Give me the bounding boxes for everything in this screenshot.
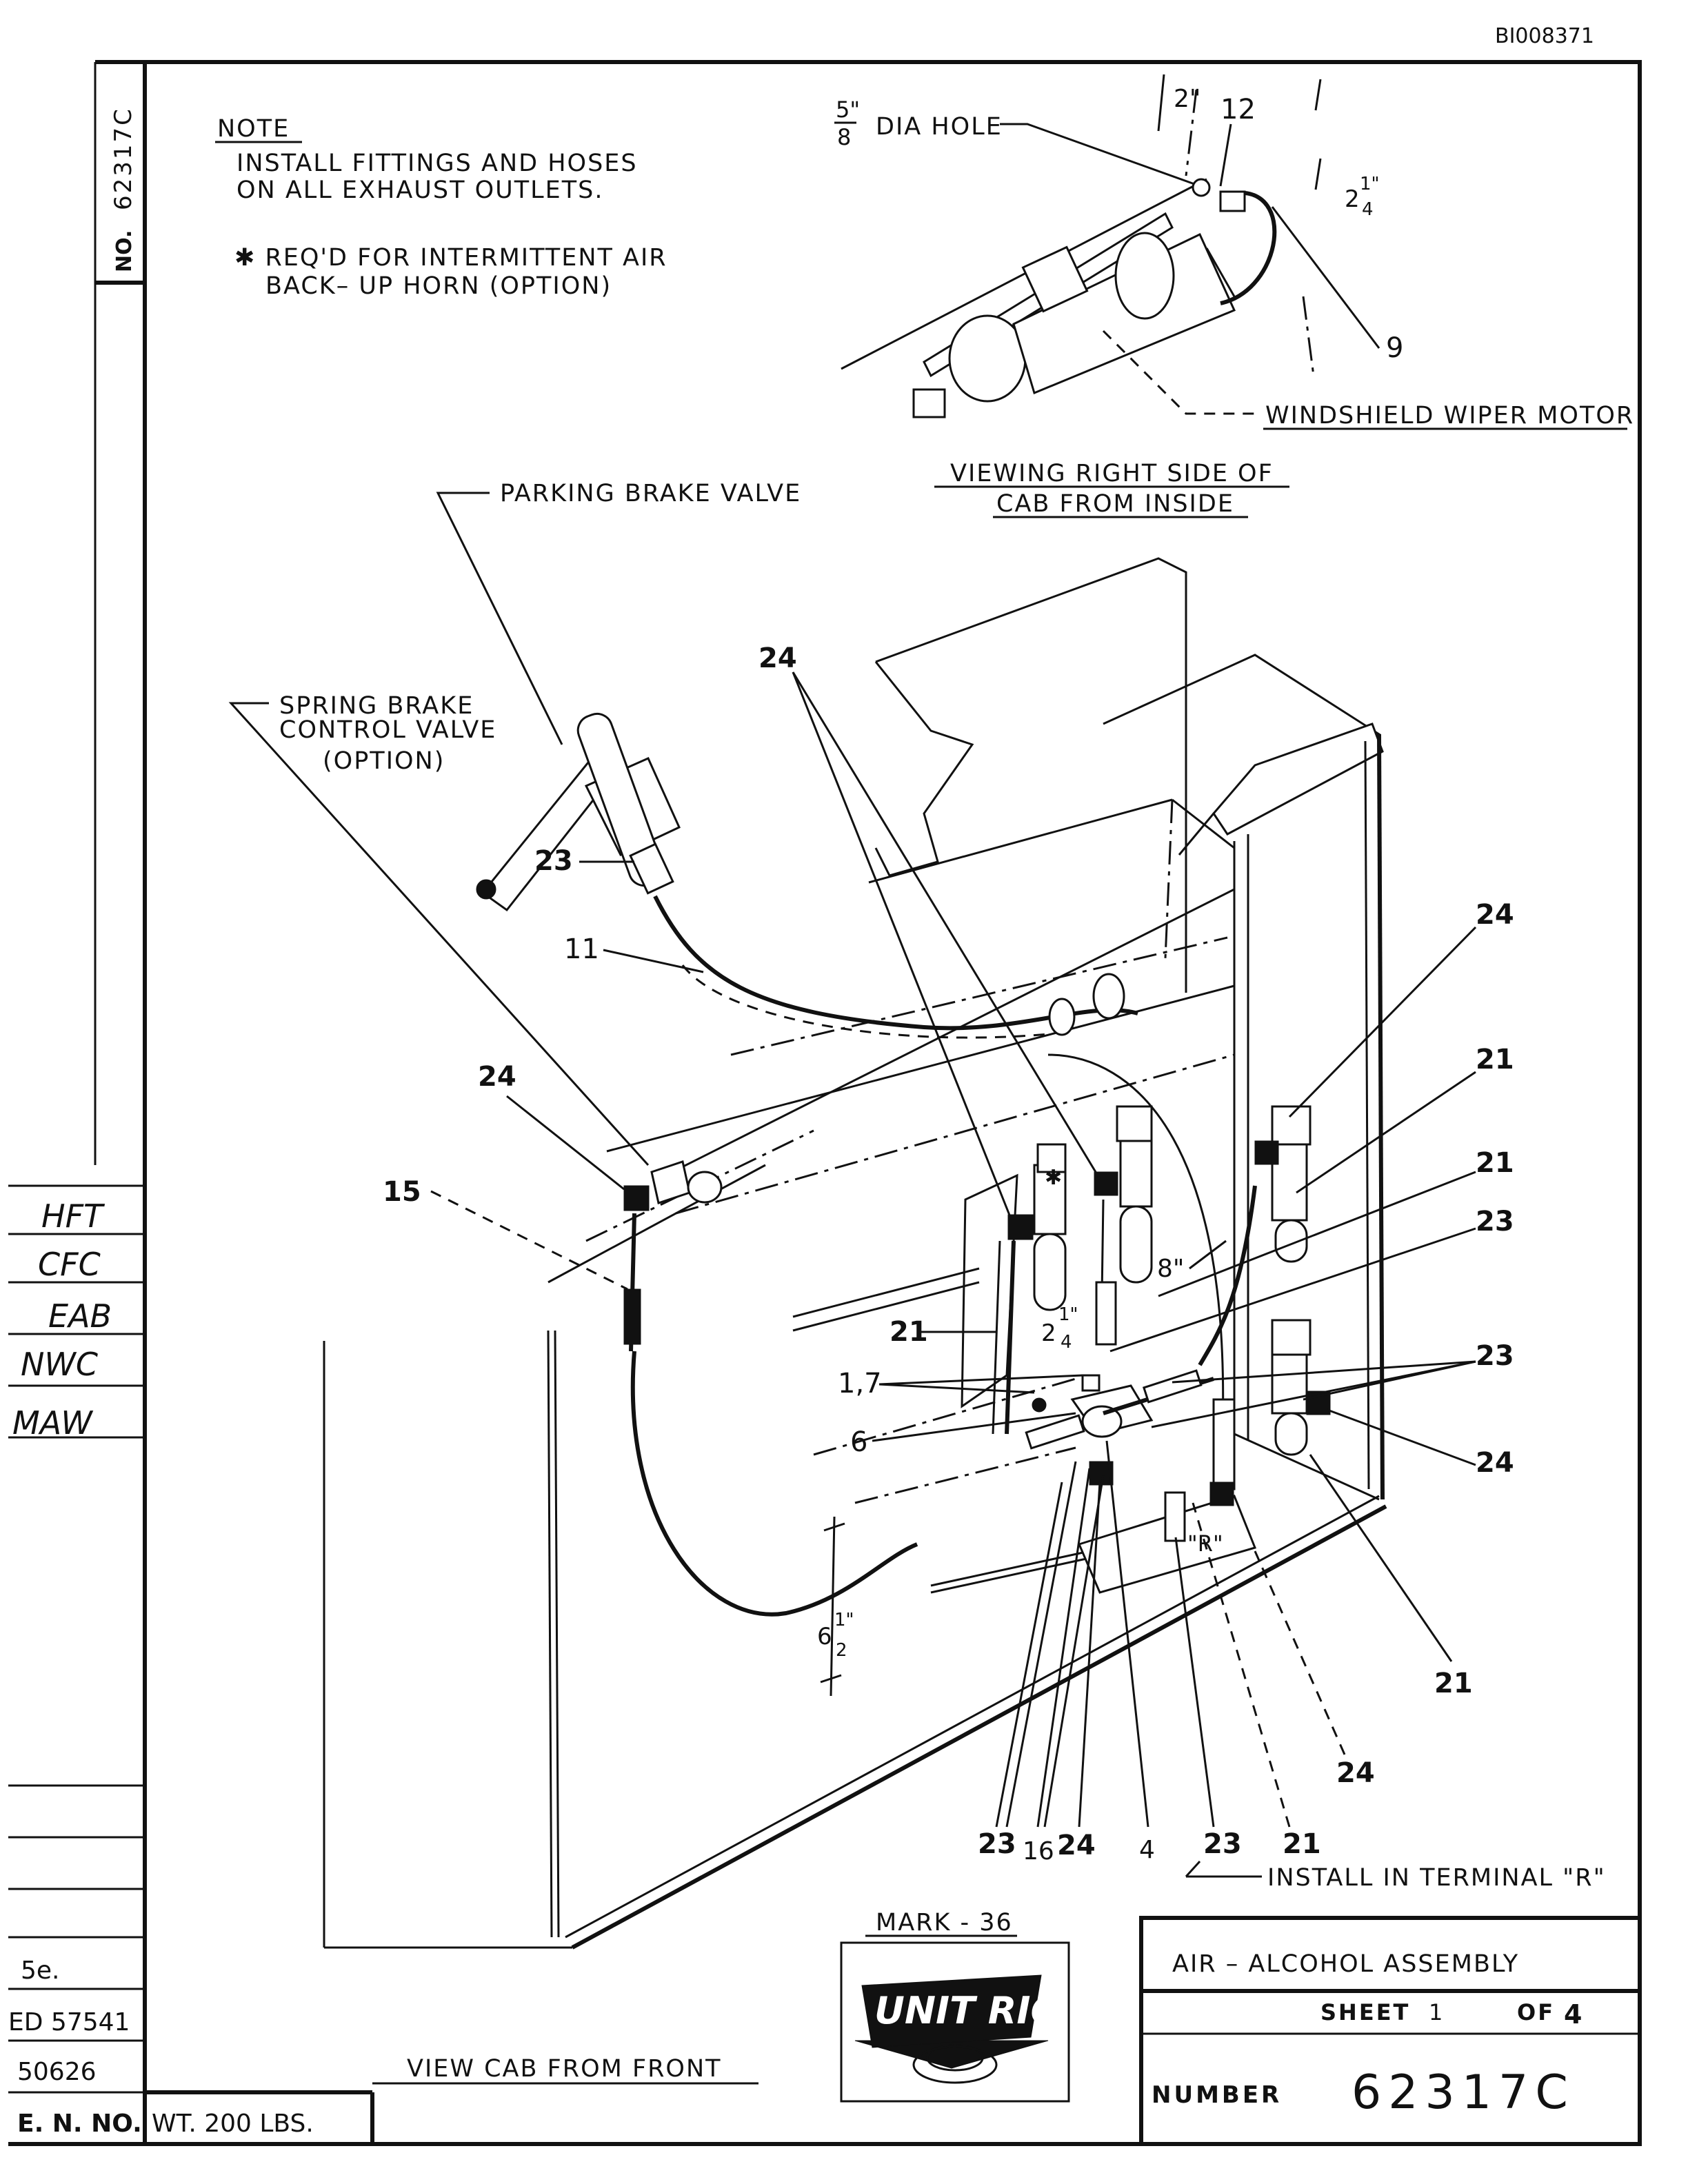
callout-11: 11: [564, 933, 599, 965]
callout-4: 4: [1139, 1836, 1155, 1864]
callout-24-right-bottom: 24: [1476, 1447, 1514, 1479]
dia-hole-denominator: 8: [837, 124, 851, 150]
signoff-1: HFT: [41, 1197, 106, 1235]
callouts: 24 24 15 24 21 21 23 23 24 21 1,7 6 21 2…: [383, 643, 1606, 1892]
title-block: MARK - 36 UNIT RIG AIR – ALCOHOL ASSEMBL…: [840, 1909, 1642, 2146]
unit-rig-logo: UNIT RIG: [854, 1974, 1061, 2084]
dim-2q-frac: 1": [1360, 174, 1380, 194]
revision-1: 5e.: [21, 1957, 60, 1985]
signoff-3: EAB: [48, 1297, 112, 1335]
of-value: 4: [1564, 1999, 1582, 2030]
callout-21-bottom: 21: [1283, 1828, 1321, 1860]
note-line-2: ON ALL EXHAUST OUTLETS.: [237, 176, 604, 204]
number-value: 62317C: [1352, 2065, 1575, 2120]
cab-panel: [323, 557, 1387, 1950]
signoff-5: MAW: [12, 1404, 93, 1442]
callout-23-bottom-a: 23: [978, 1828, 1016, 1860]
callout-23-right: 23: [1476, 1206, 1514, 1237]
wiper-motor-label: WINDSHIELD WIPER MOTOR: [1265, 402, 1634, 429]
callout-23-parking: 23: [534, 845, 573, 877]
callout-24-right-top: 24: [1476, 899, 1514, 931]
callout-15: 15: [383, 1176, 421, 1208]
signoff-strip: HFT CFC EAB NWC MAW 5e. ED 57541 50626 E…: [8, 1184, 374, 2146]
dia-hole-numerator: 5": [836, 97, 860, 123]
callout-21-a: 21: [1476, 1044, 1514, 1075]
viewing-caption: VIEWING RIGHT SIDE OF CAB FROM INSIDE: [934, 460, 1289, 518]
callout-24-top: 24: [758, 643, 797, 674]
sheet-border: [94, 60, 1642, 2146]
star-marker: ✱: [1045, 1166, 1062, 1190]
callout-24-left: 24: [478, 1061, 516, 1093]
wiper-motor-detail: 5" 8 DIA HOLE 2" 12 2 1" 4 9 WINDSHIELD …: [834, 74, 1634, 430]
side-tab-number: 62317C: [110, 107, 137, 210]
alcohol-assembly: ✱: [623, 1053, 1331, 1617]
logo-text: UNIT RIG: [874, 1989, 1061, 2032]
dim-2-inch: 2": [1174, 85, 1200, 113]
callout-21-b: 21: [1476, 1147, 1514, 1179]
dia-hole-label: DIA HOLE: [876, 113, 1003, 141]
revision-2: ED 57541: [8, 2008, 130, 2036]
dim-6h-den: 2: [836, 1640, 847, 1661]
dim-6h-whole: 6: [817, 1623, 832, 1650]
side-tab-no: NO.: [112, 230, 137, 272]
note-block: NOTE INSTALL FITTINGS AND HOSES ON ALL E…: [215, 115, 667, 300]
callout-23-bottom-b: 23: [1203, 1828, 1242, 1860]
dim-2q2-whole: 2: [1041, 1320, 1056, 1347]
callout-9: 9: [1386, 332, 1403, 364]
viewing-line-2: CAB FROM INSIDE: [996, 490, 1234, 518]
signoff-4: NWC: [21, 1346, 98, 1383]
weight-label: WT. 200 LBS.: [152, 2110, 314, 2138]
number-label: NUMBER: [1152, 2081, 1282, 2109]
sheet-value: 1: [1429, 1999, 1443, 2025]
dim-2q-whole: 2: [1345, 185, 1360, 213]
dim-6h-frac: 1": [834, 1610, 854, 1630]
viewing-line-1: VIEWING RIGHT SIDE OF: [950, 460, 1274, 487]
eno-label: E. N. NO.: [17, 2110, 142, 2138]
mark-label: MARK - 36: [876, 1909, 1013, 1937]
dim-2q2-frac: 1": [1058, 1304, 1078, 1325]
callout-24-bottom: 24: [1057, 1830, 1096, 1861]
install-terminal-label: INSTALL IN TERMINAL "R": [1267, 1864, 1606, 1892]
callout-6: 6: [850, 1426, 867, 1458]
view-front-label: VIEW CAB FROM FRONT: [407, 2055, 722, 2083]
callout-23-right-2: 23: [1476, 1340, 1514, 1372]
callout-16: 16: [1023, 1837, 1054, 1866]
note-star-line-2: BACK– UP HORN (OPTION): [265, 272, 612, 300]
spring-brake-line-1: SPRING BRAKE: [279, 692, 474, 720]
document-id: BI008371: [1495, 24, 1594, 48]
dim-8-inch: 8": [1157, 1255, 1184, 1283]
side-tab: NO. 62317C: [95, 107, 145, 285]
dimensions: 8" 2 1" 4 6 1" 2 "R": [817, 1240, 1227, 1697]
assembly-title: AIR – ALCOHOL ASSEMBLY: [1172, 1950, 1519, 1978]
parking-brake-label: PARKING BRAKE VALVE: [500, 480, 801, 507]
dim-2q2-den: 4: [1061, 1332, 1072, 1353]
brake-valves: PARKING BRAKE VALVE SPRING BRAKE CONTROL…: [228, 480, 1138, 1166]
note-star-line-1: ✱ REQ'D FOR INTERMITTENT AIR: [234, 244, 667, 272]
spring-brake-line-3: (OPTION): [323, 747, 445, 775]
callout-24-lower: 24: [1336, 1757, 1375, 1789]
dim-2q-den: 4: [1362, 199, 1374, 220]
callout-21-c: 21: [1434, 1668, 1473, 1699]
note-line-1: INSTALL FITTINGS AND HOSES: [237, 150, 638, 177]
view-front-caption: VIEW CAB FROM FRONT: [372, 2055, 758, 2085]
sheet-label: SHEET: [1320, 1999, 1410, 2025]
revision-3: 50626: [17, 2058, 97, 2086]
spring-brake-line-2: CONTROL VALVE: [279, 716, 496, 744]
callout-1-7: 1,7: [838, 1368, 882, 1399]
signoff-2: CFC: [38, 1246, 101, 1283]
callout-12: 12: [1220, 94, 1256, 125]
note-title: NOTE: [217, 115, 290, 143]
of-label: OF: [1517, 1999, 1555, 2025]
